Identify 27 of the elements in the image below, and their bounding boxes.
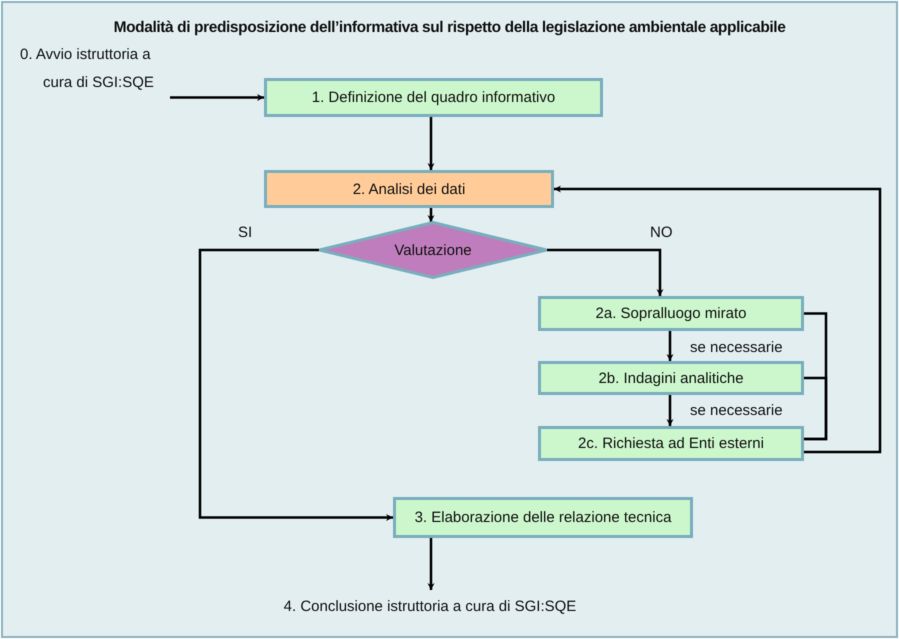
process-box xyxy=(538,361,804,395)
process-box xyxy=(264,170,554,208)
step-text: 4. Conclusione istruttoria a cura di SGI:SQE xyxy=(284,598,576,614)
process-box xyxy=(393,497,693,538)
box-label: 2. Analisi dei dati xyxy=(352,180,466,198)
connector-line xyxy=(804,376,828,440)
arrow xyxy=(547,248,664,296)
arrow xyxy=(666,395,674,426)
box-label: 2b. Indagini analitiche xyxy=(598,370,744,386)
box-label: 2a. Sopralluogo mirato xyxy=(596,305,746,322)
box-label: 2c. Richiesta ad Enti esterni xyxy=(578,435,764,452)
arrow xyxy=(198,248,393,521)
arrow xyxy=(554,186,882,454)
box-label: 3. Elaborazione delle relazione tecnica xyxy=(414,509,672,526)
arrow xyxy=(666,331,674,361)
diagram-title: Modalità di predisposizione dell’informativa sul rispetto della legislazione ambientale applicabile xyxy=(112,19,786,37)
step-text: 0. Avvio istruttoria a cura di SGI:SQE xyxy=(20,45,155,93)
arrow xyxy=(428,117,434,170)
arrow xyxy=(428,208,434,222)
arrow xyxy=(428,538,434,590)
process-box xyxy=(264,78,603,117)
process-box xyxy=(538,426,804,461)
arrow xyxy=(170,94,264,101)
decision-diamond xyxy=(318,221,548,279)
box-label: 1. Definizione del quadro informativo xyxy=(312,89,556,106)
box-label: Valutazione xyxy=(394,242,472,258)
process-box xyxy=(538,296,804,331)
